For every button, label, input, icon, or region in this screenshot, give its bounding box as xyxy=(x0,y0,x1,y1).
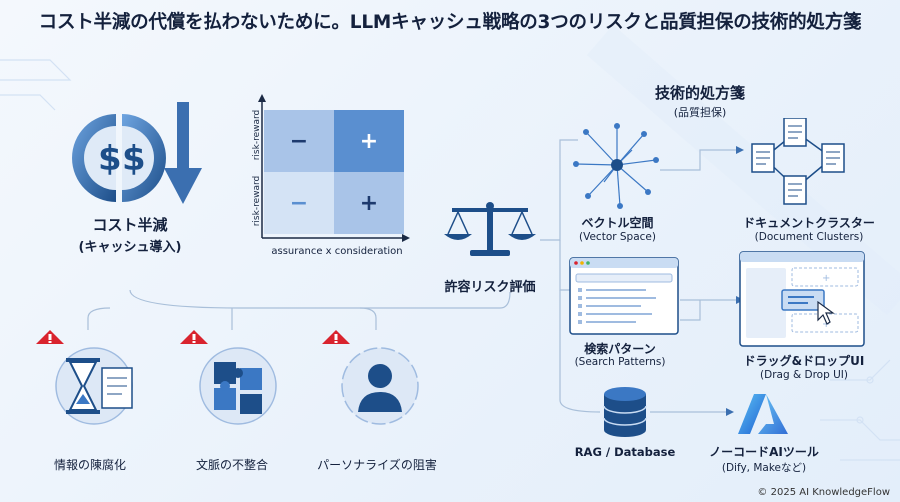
risk-label-1: 文脈の不整合 xyxy=(195,458,268,472)
matrix-cell-top-right: + xyxy=(334,110,404,172)
matrix-cell-bottom-right: + xyxy=(334,172,404,234)
solution-label-2: 検索パターン xyxy=(584,342,656,356)
risk-label-2: パーソナライズの阻害 xyxy=(317,458,437,472)
hourglass-document-icon xyxy=(36,330,133,425)
document-clusters-icon xyxy=(751,118,845,205)
scale-icon xyxy=(444,202,536,256)
copyright-footer: © 2025 AI KnowledgeFlow xyxy=(757,487,890,498)
puzzle-icon xyxy=(180,330,277,425)
azure-logo-icon xyxy=(738,394,788,434)
matrix-axes xyxy=(258,94,410,242)
solution-label-3: ドラッグ&ドロップUI xyxy=(743,354,865,368)
solution-sublabel-2: (Search Patterns) xyxy=(574,356,666,368)
solution-sublabel-5: (Dify, Makeなど) xyxy=(721,462,807,474)
matrix-cell-top-left: − xyxy=(264,110,334,172)
cost-label: コスト半減 xyxy=(92,216,168,234)
solutions-subheading: (品質担保) xyxy=(673,106,727,119)
svg-text:$: $ xyxy=(98,139,122,179)
solution-sublabel-0: (Vector Space) xyxy=(579,231,656,243)
solution-label-1: ドキュメントクラスター xyxy=(743,216,875,230)
database-icon xyxy=(603,387,647,437)
svg-text:+: + xyxy=(822,319,830,330)
drag-drop-ui-icon: + + xyxy=(739,251,865,347)
solution-sublabel-1: (Document Clusters) xyxy=(754,231,864,243)
matrix-cell-bottom-left: − xyxy=(264,172,334,234)
solution-sublabel-3: (Drag & Drop UI) xyxy=(760,369,848,381)
evaluation-label: 許容リスク評価 xyxy=(444,280,536,295)
matrix-x-label: assurance x consideration xyxy=(271,246,403,257)
svg-text:+: + xyxy=(822,273,830,284)
solution-label-5: ノーコードAIツール xyxy=(709,445,819,459)
dollar-coin-icon: $ $ xyxy=(72,114,166,202)
risk-label-0: 情報の陳腐化 xyxy=(53,458,126,472)
down-arrow-icon xyxy=(164,102,202,204)
svg-text:$: $ xyxy=(122,139,146,179)
search-patterns-icon xyxy=(569,257,679,335)
vector-space-icon xyxy=(573,123,659,209)
person-icon xyxy=(322,330,419,425)
solution-label-0: ベクトル空間 xyxy=(581,216,654,230)
cost-sublabel: (キャッシュ導入) xyxy=(78,240,182,255)
page-title: コスト半減の代償を払わないために。LLMキャッシュ戦略の3つのリスクと品質担保の… xyxy=(38,12,862,33)
solutions-heading: 技術的処方箋 xyxy=(654,84,745,102)
solution-label-4: RAG / Database xyxy=(574,445,676,459)
